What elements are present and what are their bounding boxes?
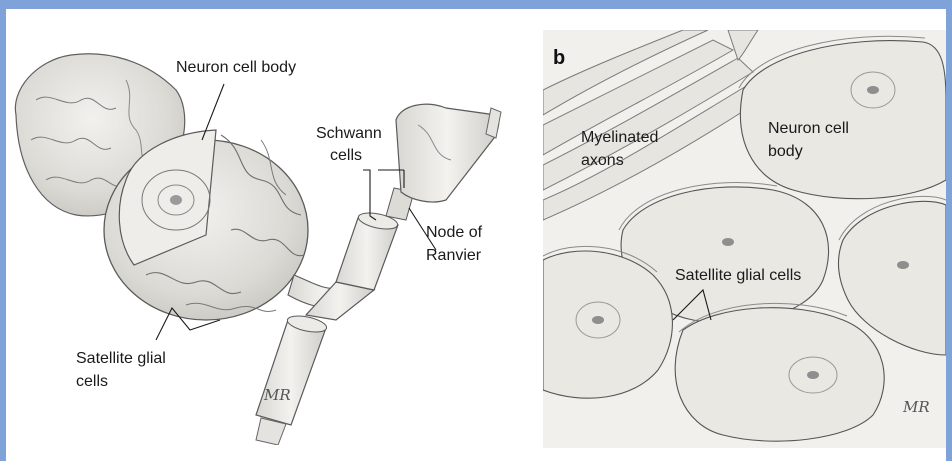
label-node-line2: Ranvier	[426, 247, 482, 264]
label-node-line1: Node of	[426, 224, 483, 241]
label-satellite-glial-cells: Satellite glial cells	[675, 267, 801, 284]
label-myelinated-line2: axons	[581, 152, 624, 169]
artist-signature-b: MR	[902, 398, 930, 416]
artist-signature-a: MR	[263, 386, 291, 404]
label-neuron-line1: Neuron cell	[768, 120, 849, 137]
label-schwann-line1: Schwann	[316, 125, 382, 142]
label-neuron-cell-body: Neuron cell body	[176, 59, 296, 76]
label-satellite-line1: Satellite glial	[76, 350, 166, 367]
panel-a-drawing: Neuron cell body Schwann cells Node of R…	[6, 20, 526, 445]
panel-letter-b: b	[553, 47, 565, 69]
panel-b-drawing: b Myelinated axons Neuron cell body Sate…	[543, 30, 946, 448]
label-satellite-line2: cells	[76, 373, 108, 390]
label-schwann-line2: cells	[330, 147, 362, 164]
panel-a-illustration: Neuron cell body Schwann cells Node of R…	[6, 20, 526, 445]
label-neuron-line2: body	[768, 143, 803, 160]
label-myelinated-line1: Myelinated	[581, 129, 658, 146]
panel-b-illustration: b Myelinated axons Neuron cell body Sate…	[543, 30, 946, 448]
